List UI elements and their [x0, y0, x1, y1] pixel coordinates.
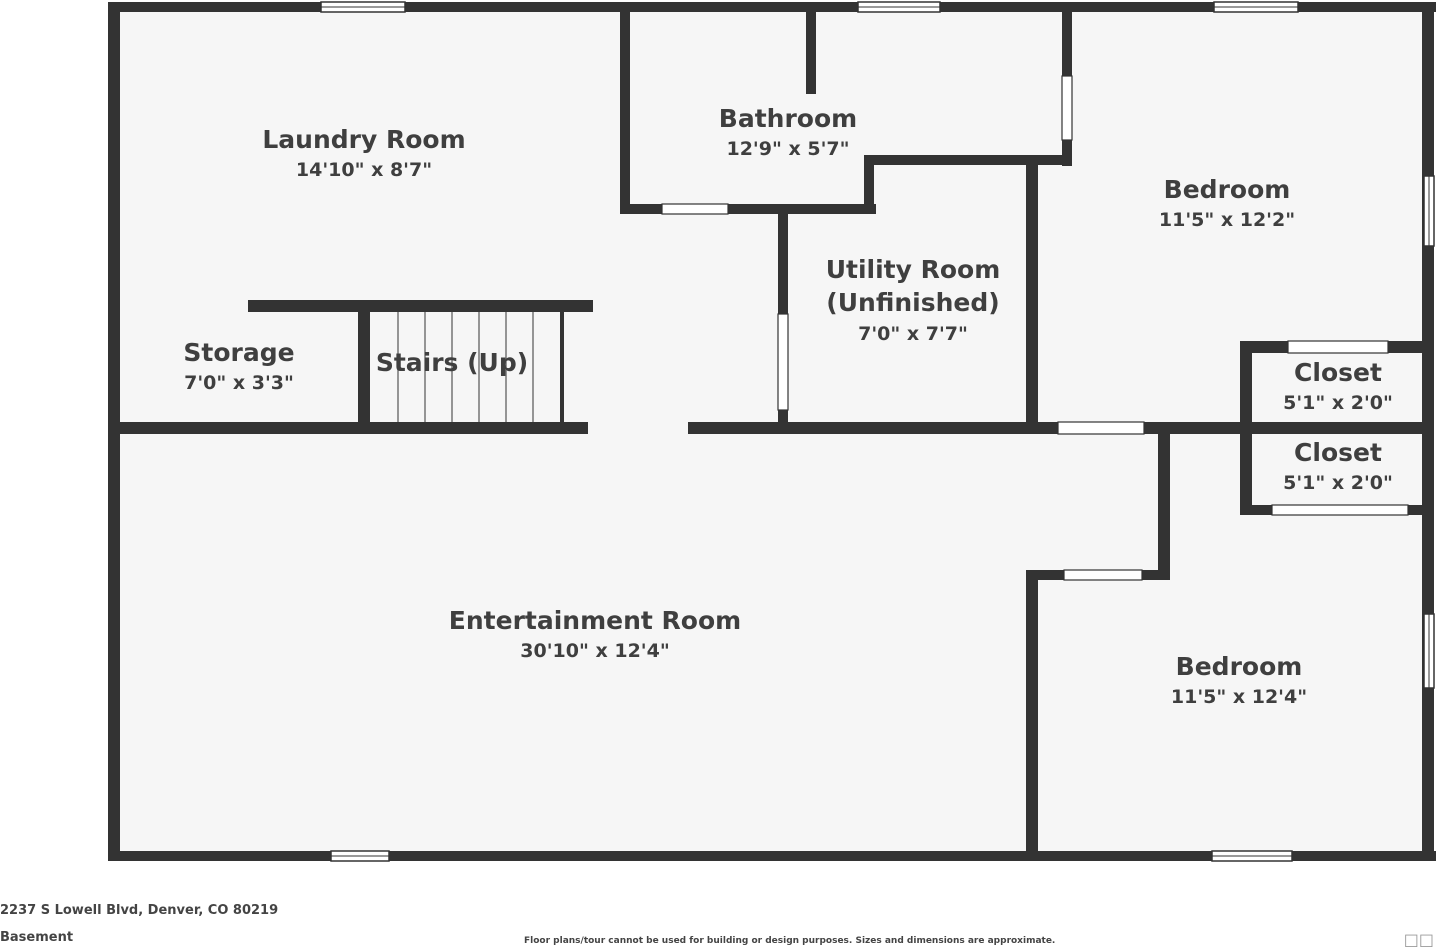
- closet-1-dims: 5'1" x 2'0": [1283, 392, 1393, 414]
- bedroom-top-name: Bedroom: [1164, 175, 1291, 204]
- utility-room-dims: 7'0" x 7'7": [858, 323, 968, 345]
- bedroom-bottom-name: Bedroom: [1176, 652, 1303, 681]
- bathroom-dims: 12'9" x 5'7": [726, 138, 849, 160]
- closet-1-name: Closet: [1294, 358, 1382, 387]
- windows: [320, 1, 1435, 862]
- bedroom-bottom-dims: 11'5" x 12'4": [1171, 686, 1307, 708]
- storage-name: Storage: [183, 338, 294, 367]
- logo-mark-icon: □□: [1403, 930, 1434, 949]
- laundry-room-name: Laundry Room: [262, 125, 465, 154]
- entertainment-room-name: Entertainment Room: [449, 606, 741, 635]
- utility-room-name-line2: (Unfinished): [826, 288, 999, 317]
- bedroom-top-dims: 11'5" x 12'2": [1159, 209, 1295, 231]
- entertainment-room-dims: 30'10" x 12'4": [520, 640, 669, 662]
- storage-dims: 7'0" x 3'3": [184, 372, 294, 394]
- room-labels: Laundry Room 14'10" x 8'7" Bathroom 12'9…: [183, 104, 1393, 708]
- laundry-room-dims: 14'10" x 8'7": [296, 159, 432, 181]
- floor-level-label: Basement: [0, 930, 74, 945]
- door-openings: [661, 75, 1409, 581]
- utility-room-name-line1: Utility Room: [826, 255, 1001, 284]
- closet-2-name: Closet: [1294, 438, 1382, 467]
- bathroom-name: Bathroom: [719, 104, 857, 133]
- property-address: 2237 S Lowell Blvd, Denver, CO 80219: [0, 903, 279, 918]
- disclaimer-text: Floor plans/tour cannot be used for buil…: [524, 936, 1056, 946]
- floor-plan: Laundry Room 14'10" x 8'7" Bathroom 12'9…: [108, 1, 1436, 862]
- stairs-name: Stairs (Up): [376, 348, 528, 377]
- closet-2-dims: 5'1" x 2'0": [1283, 472, 1393, 494]
- stair-treads: [397, 312, 534, 422]
